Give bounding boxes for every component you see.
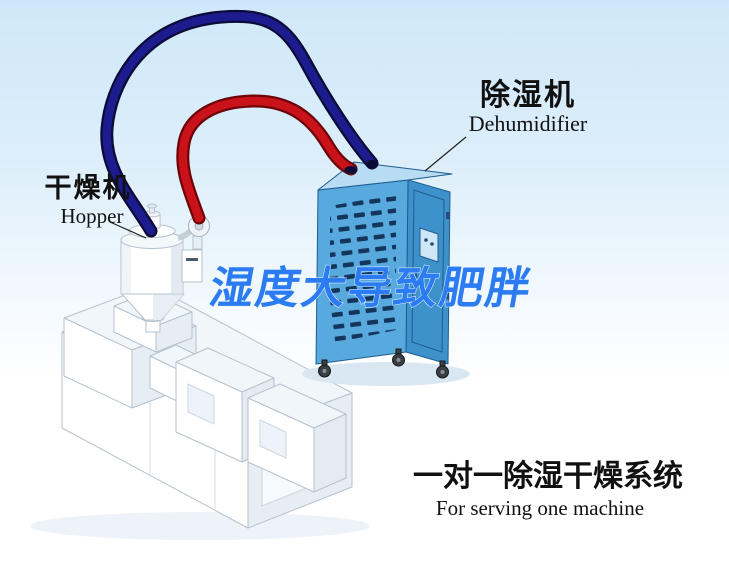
pipe-navy [100,9,379,238]
caption-zh: 一对一除湿干燥系统 [413,459,683,493]
hopper-mount-side [155,311,193,353]
module1-window [187,383,215,425]
machine-shadow [30,512,370,540]
pointer-line-dehumidifier [424,136,467,172]
pipe-red [176,94,358,225]
watermark: 湿度大导致肥胖 [205,264,536,314]
pointer-lines [109,136,467,239]
module2-side-face [313,413,347,493]
pipe-navy-body [102,12,377,236]
vent-grid [330,194,396,344]
pipe-connector-stub [365,160,379,168]
hopper-cone-shade [153,294,184,320]
extruder-illustration [30,291,370,540]
label-dehumidifier-zh: 除湿机 [480,78,576,112]
hopper-lid-knob [147,203,157,209]
hopper-body-shade [171,241,182,293]
pipe-connectors [344,160,379,174]
hopper-body-highlight [122,241,131,293]
cabinet-control-panel [419,227,439,263]
caption-en: For serving one machine [436,496,644,520]
panel-button-icon [430,242,434,246]
door-hinge [445,292,449,299]
label-dehumidifier-en: Dehumidifier [469,111,588,136]
label-hopper-zh: 干燥机 [45,173,132,203]
module2-window [259,419,287,459]
caster-wheel [436,360,449,379]
pipe-connector-stub [344,166,358,174]
door-hinge [446,212,450,219]
hopper-control-slot [186,258,198,261]
label-hopper-en: Hopper [61,204,124,228]
pipe-red-body [178,96,356,223]
cabinet-shadow [302,362,470,386]
cabinet-door-outline [411,189,445,353]
panel-button-icon [424,238,428,242]
caster-wheel [392,348,405,367]
caster-wheel [318,359,331,378]
watermark-text: 湿度大导致肥胖 [206,264,536,313]
blower-outlet [192,235,203,250]
hopper-control-box [181,249,203,283]
pointer-line-hopper [109,221,147,239]
